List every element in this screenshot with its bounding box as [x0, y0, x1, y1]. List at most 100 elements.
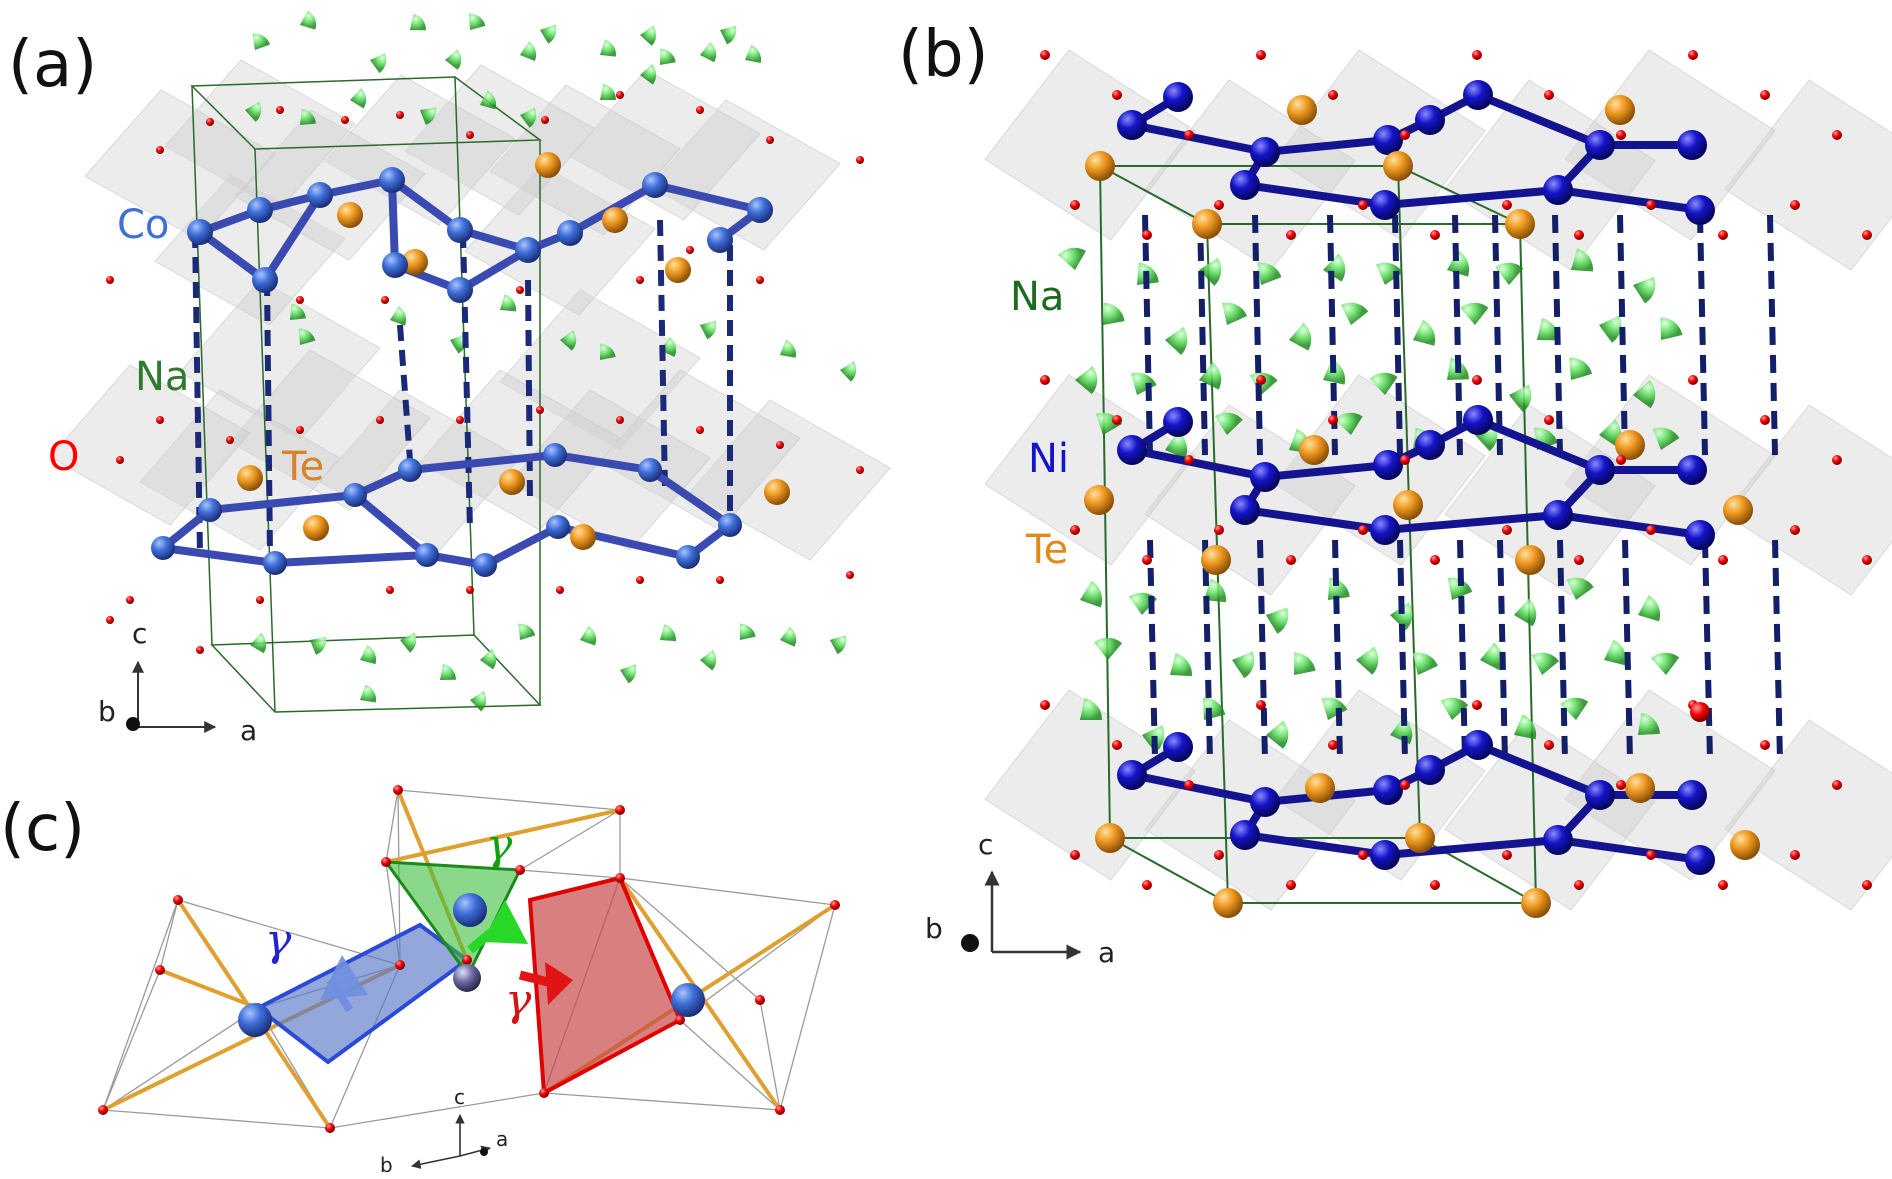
ni-ni-bond: [1554, 836, 1704, 864]
octahedron-edge: [397, 789, 621, 811]
o-atom: [456, 416, 464, 424]
o-atom: [1760, 90, 1770, 100]
na-atom: [700, 320, 717, 340]
o-atom: [155, 965, 165, 975]
o-atom: [556, 586, 564, 594]
na-atom: [410, 14, 426, 31]
na-atom: [700, 42, 717, 63]
o-atom: [755, 995, 765, 1005]
na-atom: [640, 25, 657, 46]
o-atom: [1430, 230, 1440, 240]
o-atom: [616, 91, 624, 99]
na-atom: [580, 626, 597, 646]
na-atom: [290, 303, 306, 320]
na-atom: [1204, 578, 1227, 603]
o-atom: [1328, 415, 1338, 425]
o-atom: [1400, 780, 1410, 790]
na-atom: [780, 339, 797, 358]
o-atom: [1286, 880, 1296, 890]
co-atom: [252, 267, 278, 293]
interlayer-bond: [1492, 214, 1503, 456]
na-atom: [1214, 412, 1243, 435]
na-atom: [440, 663, 456, 680]
ni-atom: [1677, 455, 1707, 485]
na-atom: [840, 361, 857, 382]
na-atom: [249, 632, 267, 654]
te-atom: [1192, 209, 1222, 239]
na-atom: [1660, 317, 1683, 340]
o-atom: [466, 131, 474, 139]
o-atom: [1832, 455, 1842, 465]
o-atom: [856, 466, 864, 474]
atoms: [106, 91, 864, 654]
ni-atom: [1585, 455, 1615, 485]
co-co-bond: [388, 176, 399, 269]
co-atom: [398, 458, 422, 482]
ni-atom: [1543, 825, 1573, 855]
o-atom: [846, 571, 854, 579]
na-atom: [1413, 319, 1436, 346]
axis-a-label: a: [1098, 936, 1115, 969]
o-atom: [1544, 90, 1554, 100]
te-atom: [303, 515, 329, 541]
o-atom: [106, 276, 114, 284]
octahedron-edge: [619, 877, 761, 1001]
na-atom: [300, 108, 316, 125]
ni-atom: [1585, 780, 1615, 810]
axis-triad-c: c b a: [380, 1085, 508, 1177]
na-atom: [1633, 380, 1656, 409]
o-atom: [296, 426, 304, 434]
na-atom: [720, 25, 737, 45]
ni-atom: [1163, 407, 1193, 437]
gamma-red-label: γ: [505, 975, 532, 1026]
o-atom: [1544, 415, 1554, 425]
na-atom: [1599, 419, 1622, 448]
o-atom: [830, 900, 840, 910]
co-atom: [238, 1003, 272, 1037]
co-atom: [718, 513, 742, 537]
na-atom: [1569, 357, 1593, 380]
o-atom: [1862, 230, 1872, 240]
ni-atom: [1585, 130, 1615, 160]
o-atom: [1430, 880, 1440, 890]
na-atom: [1165, 326, 1188, 356]
ni-atom: [1685, 520, 1715, 550]
o-atom: [1358, 850, 1368, 860]
ni-atom: [1250, 787, 1280, 817]
te-atom: [1095, 823, 1125, 853]
interlayer-bonds: [192, 219, 733, 556]
o-atom: [296, 296, 304, 304]
ni-atom: [1163, 732, 1193, 762]
o-atom: [1070, 850, 1080, 860]
o-atom: [615, 805, 625, 815]
co-co-bond: [261, 191, 324, 284]
interlayer-bond: [1147, 539, 1158, 761]
co-atom: [543, 443, 567, 467]
o-atom: [1862, 555, 1872, 565]
ni-ni-bond: [1261, 461, 1392, 481]
octahedron: [499, 289, 701, 451]
interlayer-bond: [1767, 214, 1778, 456]
na-atom: [450, 334, 467, 354]
na-atom: [1638, 712, 1660, 735]
o-atom: [395, 960, 405, 970]
o-atom: [376, 416, 384, 424]
atoms: [98, 785, 840, 1133]
na-atom: [1340, 302, 1369, 325]
axis-c-label: c: [978, 828, 993, 861]
te-atom: [337, 202, 363, 228]
o-atom: [1286, 230, 1296, 240]
o-atom: [1574, 230, 1584, 240]
octahedron: [179, 279, 381, 441]
co-co-bond: [196, 228, 269, 284]
o-atom: [1040, 50, 1050, 60]
o-atom: [1328, 740, 1338, 750]
interlayer-bond: [1772, 539, 1783, 761]
te-atom: [602, 207, 628, 233]
o-atom: [1256, 375, 1266, 385]
na-atom: [1356, 646, 1379, 675]
ni-atom: [1463, 405, 1493, 435]
na-atom: [468, 13, 486, 30]
co-atom: [415, 543, 439, 567]
